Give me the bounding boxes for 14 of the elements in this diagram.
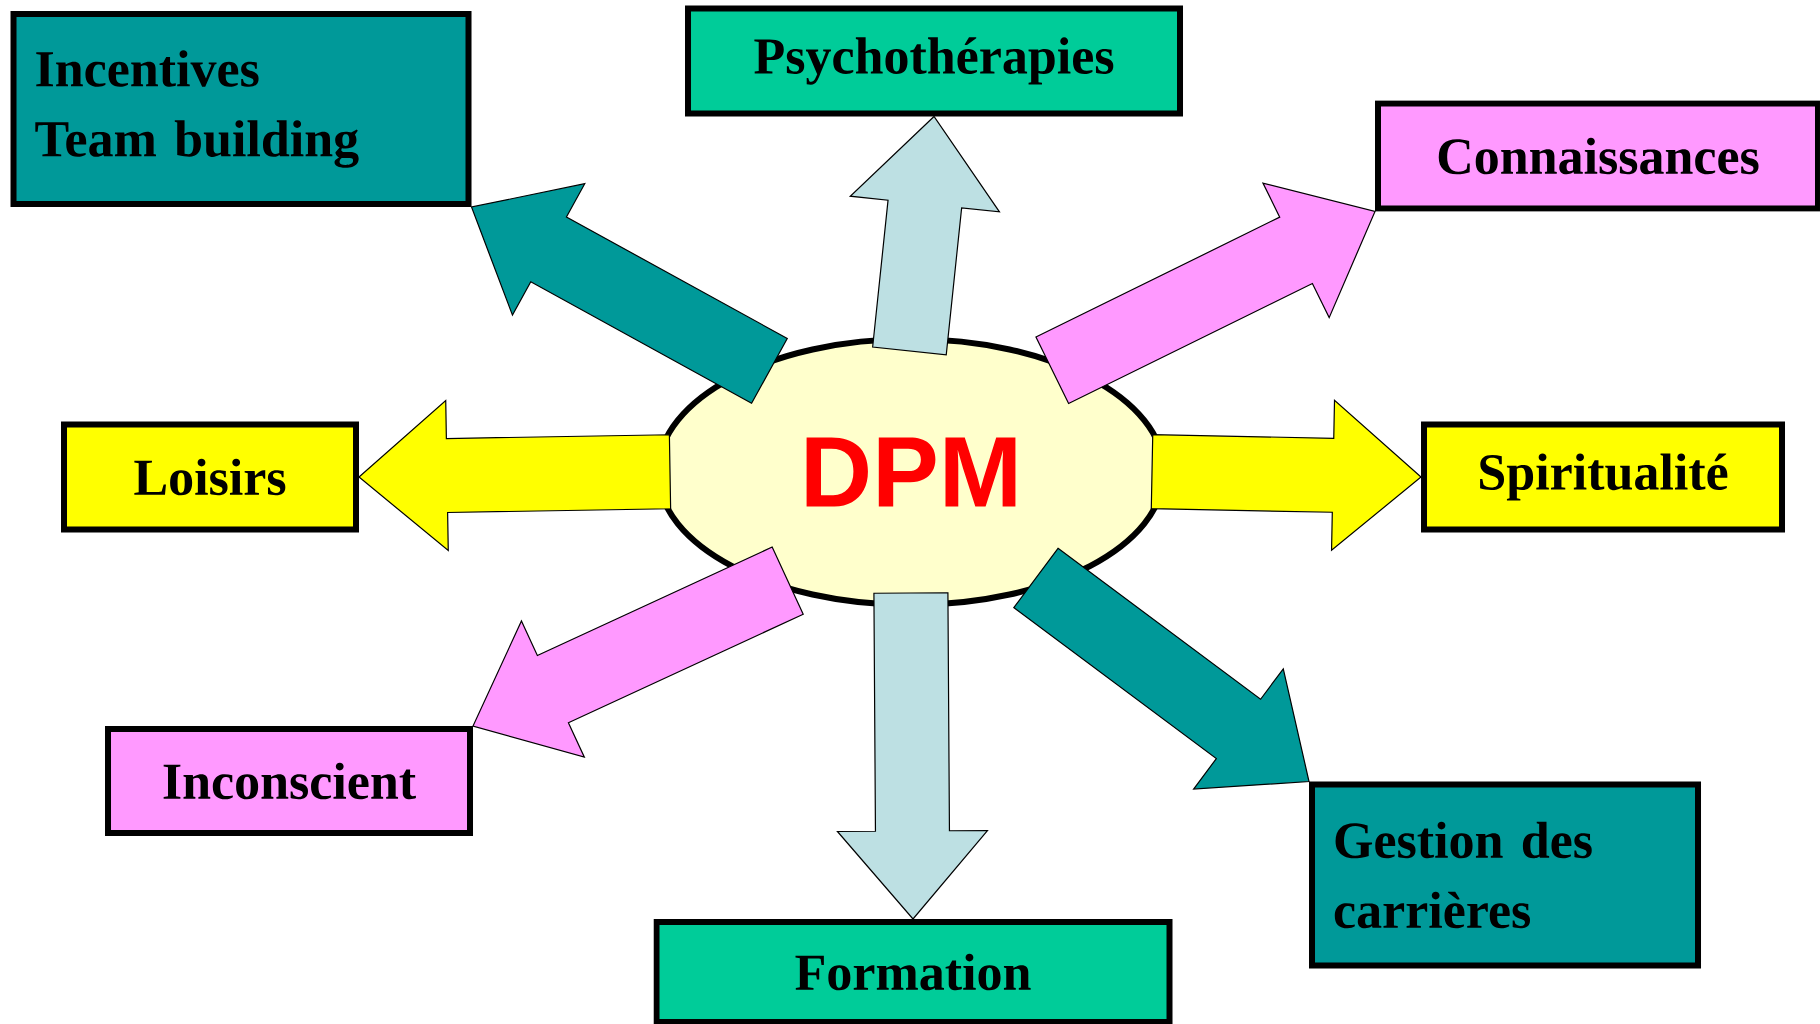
- label-box: Incentives Team building: [10, 11, 472, 207]
- block-arrow: [848, 115, 1001, 356]
- block-arrow: [836, 592, 989, 920]
- block-arrow: [358, 399, 672, 552]
- label-box: Connaissances: [1375, 100, 1820, 212]
- label-box: Gestion des carrières: [1309, 781, 1701, 969]
- label-box: Formation: [653, 919, 1173, 1024]
- label-box: Inconscient: [105, 726, 473, 836]
- block-arrow: [1035, 182, 1376, 405]
- label-box: Psychothérapies: [685, 5, 1183, 117]
- label-box: Spiritualité: [1421, 421, 1785, 533]
- label-box: Loisirs: [61, 421, 359, 533]
- block-arrow: [472, 546, 804, 759]
- block-arrow: [1150, 398, 1422, 552]
